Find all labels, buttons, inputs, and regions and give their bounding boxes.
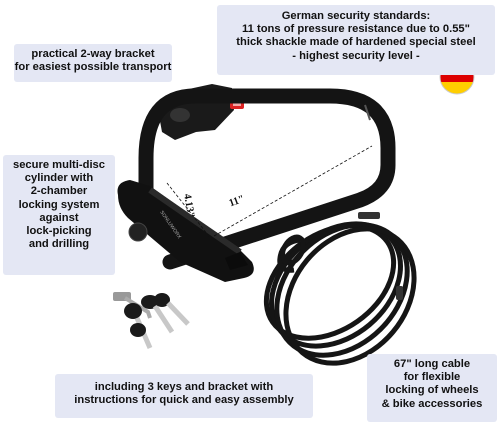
callout-line: German security standards: bbox=[281, 10, 431, 22]
bracket-callout: practical 2-way bracket for easiest poss… bbox=[14, 44, 172, 82]
callout-line: including 3 keys and bracket with bbox=[94, 381, 274, 393]
cable-callout: 67" long cable for flexible locking of w… bbox=[367, 354, 497, 422]
callout-line: - highest security level - bbox=[292, 49, 420, 62]
callout-line: secure multi-disc bbox=[12, 159, 106, 171]
keys-callout: including 3 keys and bracket with instru… bbox=[55, 374, 313, 418]
callout-line: for easiest possible transport bbox=[14, 61, 172, 74]
keys bbox=[113, 292, 190, 349]
callout-line: 67" long cable bbox=[393, 358, 471, 370]
callout-line: against bbox=[39, 211, 79, 224]
cylinder-callout: secure multi-disc cylinder with 2-chambe… bbox=[3, 155, 115, 275]
callout-line: cylinder with bbox=[24, 172, 94, 185]
callout-line: & bike accessories bbox=[381, 397, 483, 410]
coiled-cable bbox=[263, 212, 417, 366]
callout-line: and drilling bbox=[28, 238, 90, 251]
callout-line: for flexible bbox=[403, 371, 461, 384]
callout-line: practical 2-way bracket bbox=[31, 48, 155, 60]
dimension-lines bbox=[166, 145, 373, 241]
u-lock: SONLUWORX bbox=[117, 88, 396, 282]
callout-line: lock-picking bbox=[26, 225, 92, 238]
callout-line: locking system bbox=[18, 198, 100, 211]
callout-line: thick shackle made of hardened special s… bbox=[236, 36, 476, 49]
callout-line: 11 tons of pressure resistance due to 0.… bbox=[242, 23, 470, 36]
callout-line: locking of wheels bbox=[385, 384, 479, 397]
callout-line: 2-chamber bbox=[30, 185, 88, 198]
callout-line: instructions for quick and easy assembly bbox=[74, 394, 294, 407]
security-standards-callout: German security standards: 11 tons of pr… bbox=[217, 5, 495, 75]
